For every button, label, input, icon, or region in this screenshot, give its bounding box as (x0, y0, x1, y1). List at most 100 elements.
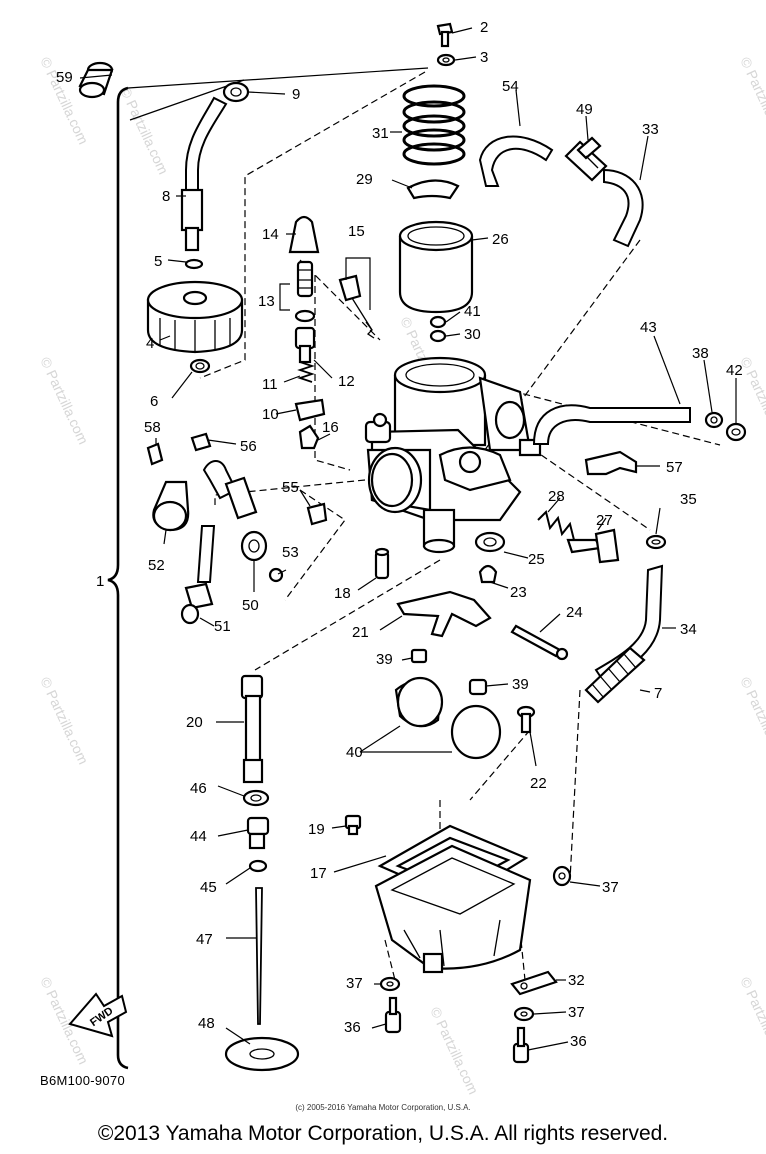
callout-5: 5 (154, 253, 162, 270)
part-28-spring (537, 510, 575, 541)
part-58-clip (146, 442, 164, 466)
callout-37c: 37 (602, 879, 619, 896)
part-39-cap-b (468, 678, 488, 696)
callout-41: 41 (464, 303, 481, 320)
part-12-valve (294, 326, 316, 364)
callout-40: 40 (346, 744, 363, 761)
part-27-screw (566, 528, 620, 564)
lead-40 (359, 725, 452, 753)
part-13-needle (294, 260, 316, 323)
watermark-text: © Partzilla.com (737, 55, 766, 147)
part-35-clip (645, 534, 667, 550)
callout-55: 55 (282, 479, 299, 496)
callout-37b: 37 (568, 1004, 585, 1021)
callout-45: 45 (200, 879, 217, 896)
part-29-plate (406, 179, 460, 200)
part-18-jet (374, 547, 390, 580)
callout-23: 23 (510, 584, 527, 601)
part-39-cap-a (410, 648, 428, 664)
part-21-float-arm (396, 590, 492, 638)
part-37-clip-c (552, 865, 572, 887)
callout-36a: 36 (344, 1019, 361, 1036)
part-45-oring (248, 859, 268, 873)
callout-50: 50 (242, 597, 259, 614)
callout-18: 18 (334, 585, 351, 602)
callout-20: 20 (186, 714, 203, 731)
callout-27: 27 (596, 512, 613, 529)
part-57-bracket (584, 450, 638, 476)
part-30-clip (429, 329, 447, 343)
part-51-sensor (180, 525, 216, 625)
watermark-text: © Partzilla.com (737, 675, 766, 767)
callout-9: 9 (292, 86, 300, 103)
part-41-washer (429, 315, 447, 329)
part-31-spring (402, 84, 466, 166)
callout-7: 7 (654, 685, 662, 702)
callout-15: 15 (348, 223, 365, 240)
part-48-plate (224, 1036, 300, 1072)
bracket-13 (279, 283, 290, 311)
callout-38: 38 (692, 345, 709, 362)
callout-11: 11 (262, 376, 278, 393)
watermark-text: © Partzilla.com (117, 85, 171, 177)
part-59-cap (78, 61, 114, 99)
watermark-text: © Partzilla.com (427, 1005, 481, 1097)
callout-10: 10 (262, 406, 279, 423)
carburetor-body (364, 356, 542, 554)
part-50-plunger (202, 460, 268, 562)
callout-14: 14 (262, 226, 279, 243)
part-8-stem (184, 226, 200, 252)
callout-24: 24 (566, 604, 583, 621)
callout-4: 4 (146, 335, 154, 352)
part-19-screw (344, 814, 362, 836)
part-47-needle (255, 887, 263, 1025)
callout-8: 8 (162, 188, 170, 205)
callout-52: 52 (148, 557, 165, 574)
callout-33: 33 (642, 121, 659, 138)
part-14-jet (288, 215, 320, 254)
callout-37a: 37 (346, 975, 363, 992)
bracket-top-line (127, 67, 429, 89)
part-15-needle (338, 274, 375, 339)
part-46-washer (242, 789, 270, 807)
part-37-washer-b (513, 1006, 535, 1022)
callout-56: 56 (240, 438, 257, 455)
callout-51: 51 (214, 618, 231, 635)
callout-48: 48 (198, 1015, 215, 1032)
part-38-clip (704, 411, 724, 429)
callout-16: 16 (322, 419, 339, 436)
callout-28: 28 (548, 488, 565, 505)
callout-1: 1 (96, 573, 104, 590)
part-42-cap (725, 422, 747, 442)
callout-21: 21 (352, 624, 369, 641)
part-43-hose (532, 404, 691, 445)
part-53-ball (268, 567, 284, 583)
callout-12: 12 (338, 373, 355, 390)
part-55-plug (306, 502, 328, 526)
callout-44: 44 (190, 828, 207, 845)
callout-19: 19 (308, 821, 325, 838)
callout-36b: 36 (570, 1033, 587, 1050)
part-7-hose (584, 646, 646, 704)
callout-57: 57 (666, 459, 683, 476)
copyright-footer: ©2013 Yamaha Motor Corporation, U.S.A. A… (97, 1122, 669, 1145)
small-copyright: (c) 2005-2016 Yamaha Motor Corporation, … (295, 1103, 471, 1112)
callout-39b: 39 (512, 676, 529, 693)
callout-35: 35 (680, 491, 697, 508)
leader-lines (79, 27, 737, 1051)
part-6-clip (189, 358, 211, 374)
callout-17: 17 (310, 865, 327, 882)
part-20-needle-jet (240, 674, 264, 784)
watermark-text: © Partzilla.com (37, 355, 91, 447)
callout-22: 22 (530, 775, 547, 792)
part-2-screw (436, 22, 454, 48)
callout-13: 13 (258, 293, 275, 310)
part-10-plate (294, 398, 326, 422)
part-33-hose (603, 168, 644, 248)
part-44-jet (246, 816, 270, 850)
callout-29: 29 (356, 171, 373, 188)
callout-59: 59 (56, 69, 73, 86)
part-32-plate (510, 970, 558, 996)
part-4-cap (146, 280, 244, 354)
